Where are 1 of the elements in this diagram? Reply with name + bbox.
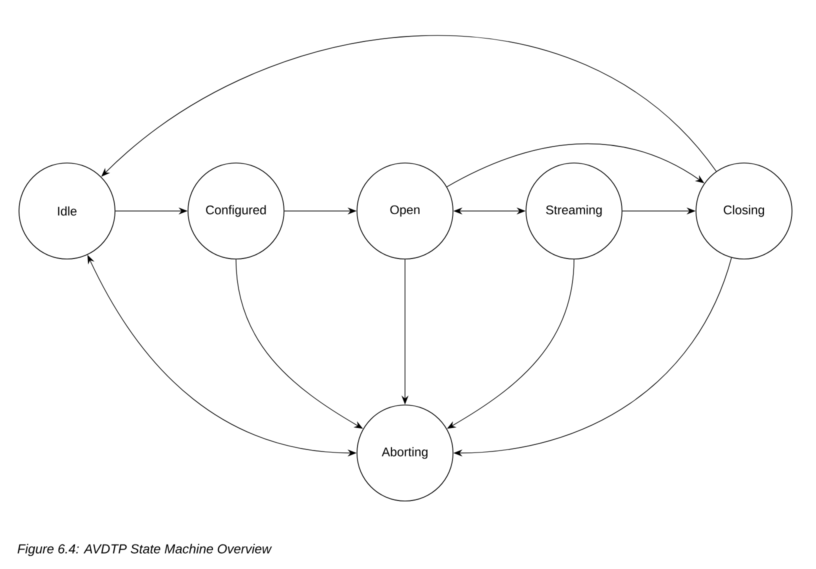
- figure-caption: Figure 6.4: AVDTP State Machine Overview: [18, 544, 272, 556]
